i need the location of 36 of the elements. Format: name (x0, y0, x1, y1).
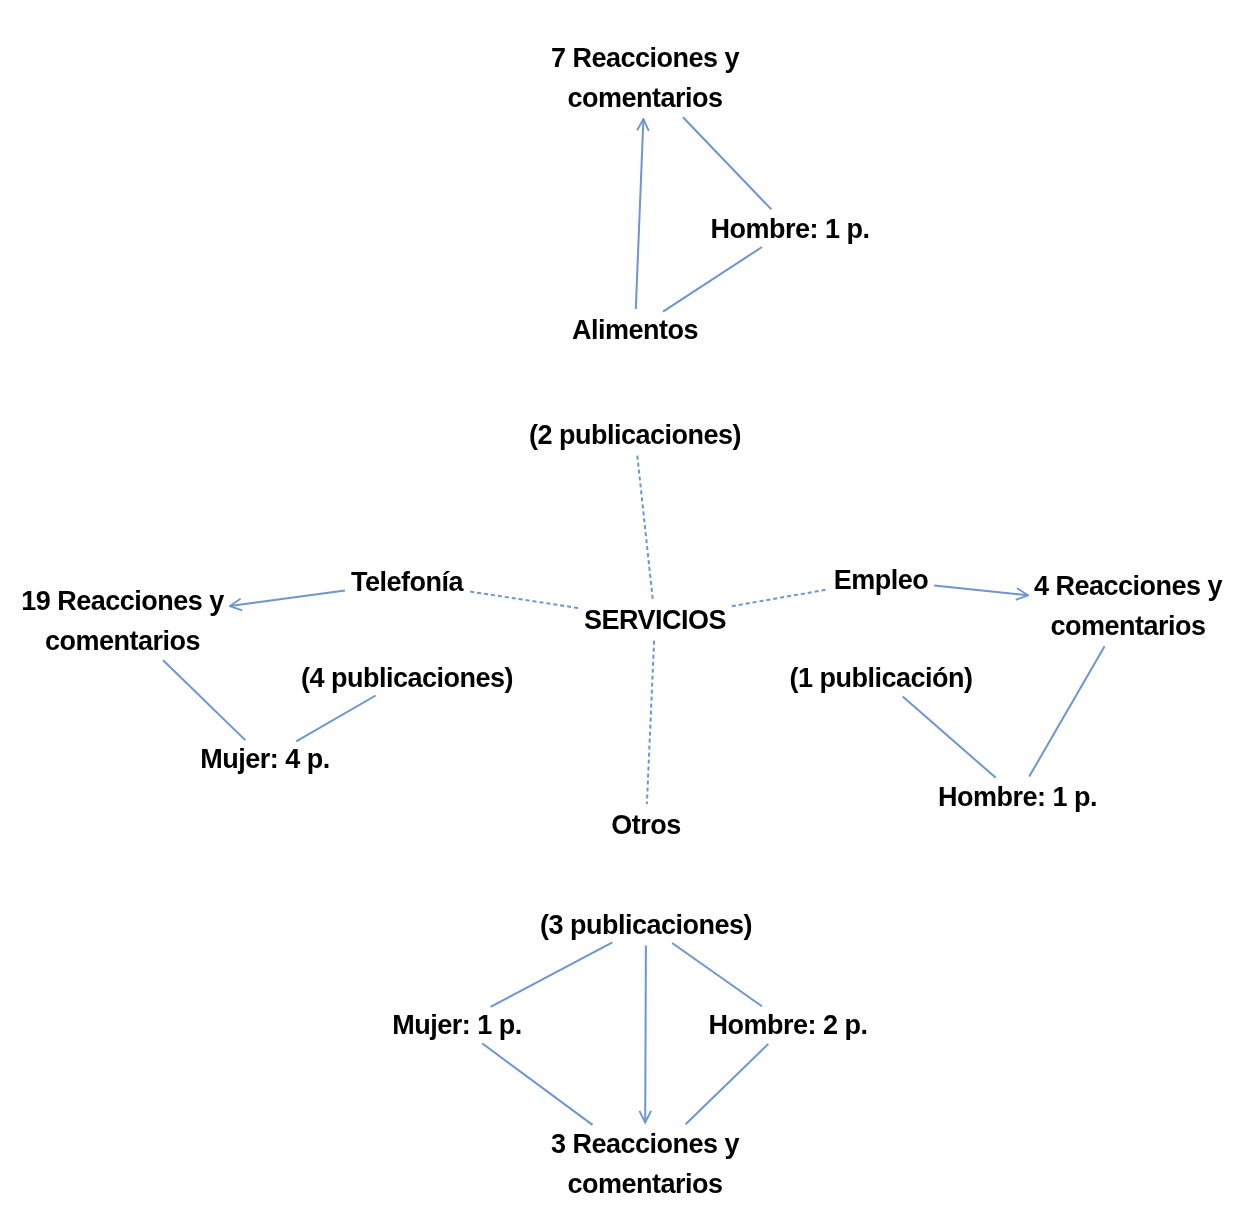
connector-line (682, 116, 773, 211)
arrow (638, 944, 652, 1124)
connector-line (730, 588, 829, 608)
connector-line (467, 590, 579, 609)
node-text: Hombre: 2 p. (708, 1008, 868, 1042)
node-text: (4 publicaciones) (300, 661, 514, 695)
connector-line (481, 1042, 594, 1126)
node-text: Mujer: 1 p. (392, 1008, 522, 1042)
node-text: SERVICIOS (583, 603, 727, 637)
connector-line (1028, 645, 1106, 778)
node-text: Otros (611, 809, 681, 842)
node-text: Hombre: 1 p. (938, 780, 1097, 814)
node-text: Empleo (833, 564, 929, 597)
node-text: Mujer: 4 p. (200, 743, 330, 777)
node-text: (1 publicación) (789, 661, 973, 695)
connector-line (295, 694, 377, 743)
connector-line (671, 942, 763, 1008)
node-text: 4 Reacciones y comentarios (1032, 569, 1224, 643)
connector-line (162, 659, 247, 742)
arrow (228, 589, 346, 612)
connector-line (636, 454, 654, 600)
connector-line (901, 695, 997, 779)
connector-line (645, 639, 656, 805)
arrow (933, 584, 1029, 601)
node-text: Alimentos (572, 314, 698, 347)
node-text: (2 publicaciones) (528, 418, 742, 452)
node-text: 7 Reacciones y comentarios (549, 41, 741, 115)
connector-line (662, 246, 763, 313)
connector-line (684, 1042, 770, 1126)
arrow (634, 118, 650, 310)
node-text: 3 Reacciones y comentarios (549, 1127, 741, 1201)
node-text: Telefonía (351, 566, 463, 599)
connector-line (489, 941, 614, 1008)
node-text: (3 publicaciones) (539, 908, 753, 942)
node-text: Hombre: 1 p. (710, 212, 870, 246)
node-text: 19 Reacciones y comentarios (20, 584, 225, 658)
